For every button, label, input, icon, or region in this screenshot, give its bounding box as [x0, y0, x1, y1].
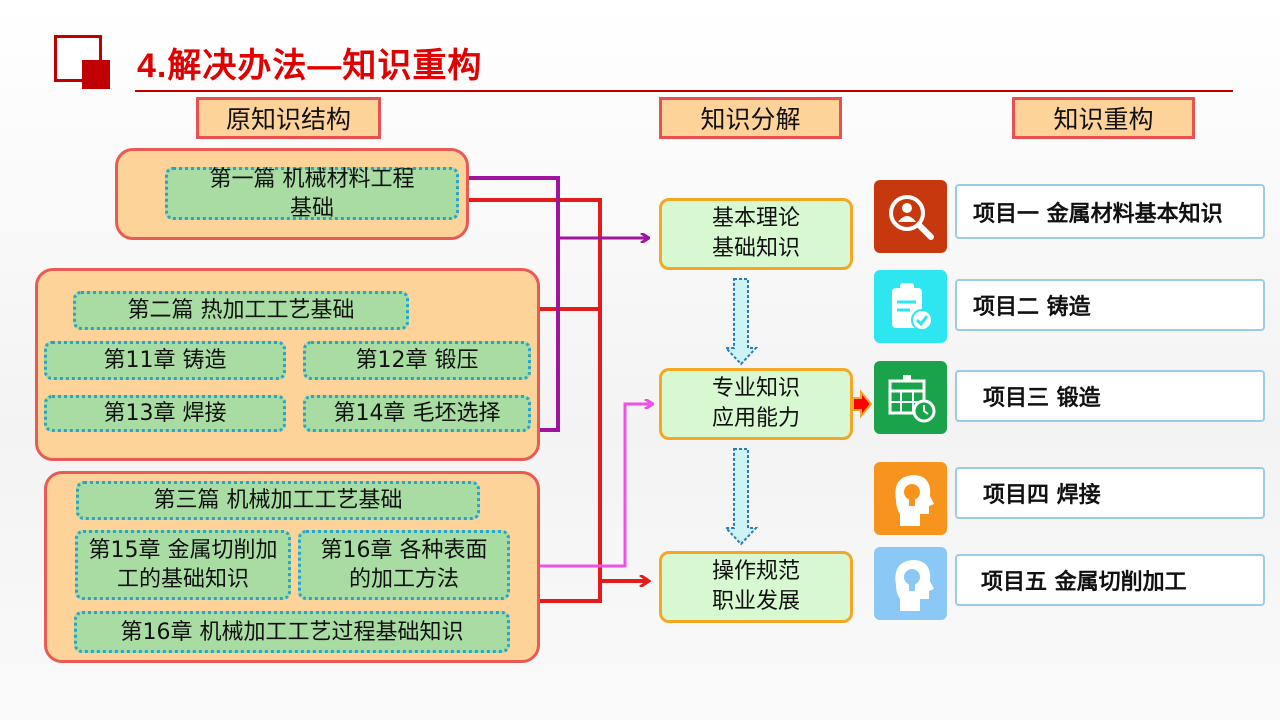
chapter-16b: 第16章 机械加工工艺过程基础知识 [74, 611, 510, 653]
project-2: 项目二 铸造 [955, 279, 1265, 331]
decomp-line: 基础知识 [711, 236, 800, 261]
decomp-line: 基本理论 [711, 206, 800, 231]
calendar-clock-icon [874, 361, 947, 434]
chapter-14: 第14章 毛坯选择 [303, 395, 531, 432]
logo-filled-square [82, 60, 110, 89]
part2-label: 第二篇 热加工工艺基础 [73, 291, 409, 330]
decomp-line: 专业知识 [711, 376, 800, 401]
header-reconstruction: 知识重构 [1012, 97, 1195, 139]
title-divider [135, 90, 1233, 92]
purple-connector [469, 176, 560, 432]
chapter-15: 第15章 金属切削加工的基础知识 [75, 530, 291, 600]
head-bulb-icon [874, 547, 947, 620]
chapter-16a: 第16章 各种表面的加工方法 [298, 530, 510, 600]
right-arrow-small [852, 389, 873, 419]
logo-outline-square [54, 35, 102, 82]
project-5: 项目五 金属切削加工 [955, 554, 1265, 606]
decomp-line: 应用能力 [711, 406, 800, 431]
header-decomposition: 知识分解 [659, 97, 842, 139]
search-person-icon [874, 180, 947, 253]
part1-label: 第一篇 机械材料工程基础 [165, 167, 459, 221]
head-bulb-icon [874, 462, 947, 535]
chapter-13: 第13章 焊接 [44, 395, 286, 432]
slide-title: 4.解决办法—知识重构 [137, 47, 483, 85]
project-1: 项目一 金属材料基本知识 [955, 184, 1265, 239]
decomp-basic-theory: 基本理论基础知识 [659, 198, 853, 270]
clipboard-check-icon [874, 270, 947, 343]
project-4: 项目四 焊接 [955, 467, 1265, 519]
chapter-11: 第11章 铸造 [44, 341, 286, 380]
chapter-12: 第12章 锻压 [303, 341, 531, 380]
decomp-line: 操作规范 [711, 559, 800, 584]
header-original-structure: 原知识结构 [196, 97, 381, 139]
red-connector [469, 198, 602, 603]
pink-arrow [540, 404, 652, 568]
decomp-operation-career: 操作规范职业发展 [659, 551, 853, 623]
part3-label: 第三篇 机械加工工艺基础 [76, 481, 480, 520]
decomp-line: 职业发展 [711, 589, 800, 614]
decomp-professional-ability: 专业知识应用能力 [659, 368, 853, 440]
project-3: 项目三 锻造 [955, 370, 1265, 422]
down-arrow-dotted [723, 278, 759, 546]
